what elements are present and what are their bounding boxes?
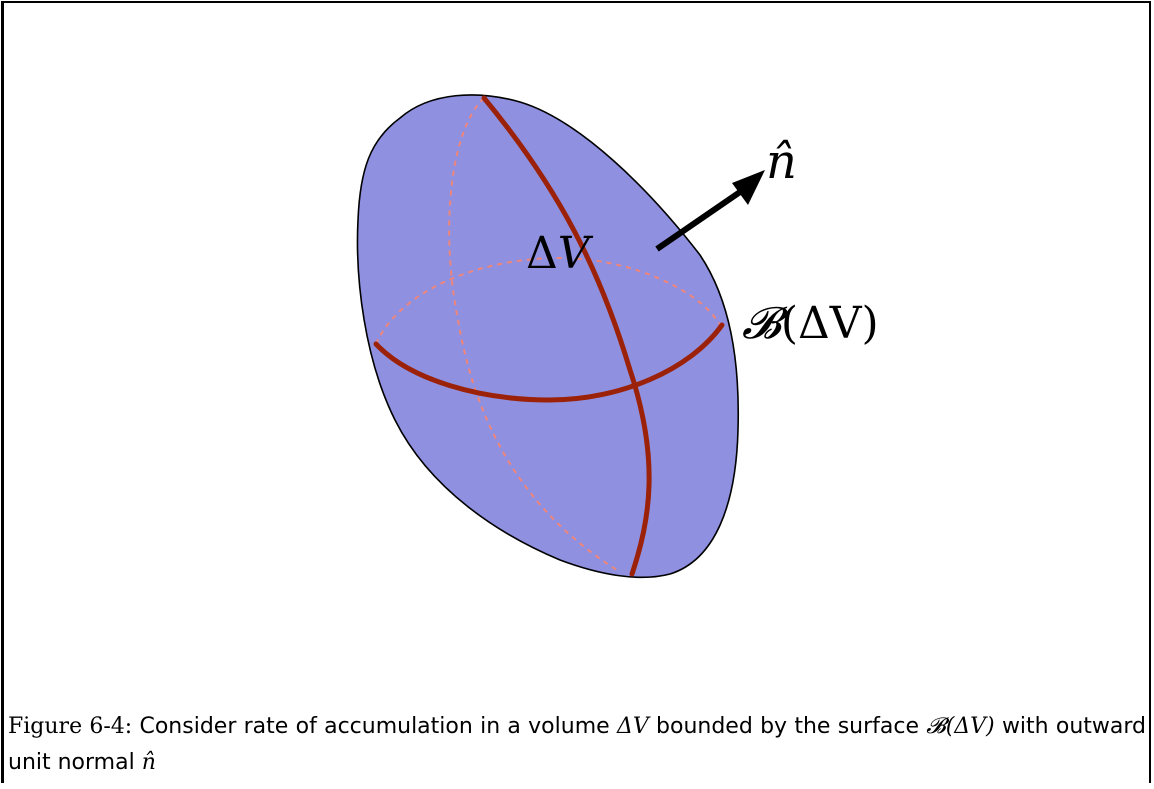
normal-arrow-shaft	[655, 189, 742, 252]
volume-diagram	[356, 94, 765, 579]
caption-symbol-normal: n̂	[141, 750, 156, 775]
figure-number: Figure 6-4:	[8, 714, 133, 739]
equator-front	[373, 322, 725, 403]
caption-symbol-boundary: 𝓑(ΔV)	[926, 714, 995, 739]
meridian-front	[481, 95, 652, 577]
normal-arrow-head	[732, 170, 765, 205]
caption-text-2: bounded by the surface	[656, 714, 920, 739]
boundary-symbol: 𝓑	[742, 298, 781, 349]
caption-symbol-volume: ΔV	[616, 714, 649, 739]
volume-label: ΔV	[526, 232, 590, 276]
hidden-equator-back	[375, 256, 721, 345]
volume-symbol: V	[557, 228, 590, 279]
boundary-argument: (ΔV)	[780, 298, 879, 349]
caption-text-3: with outward unit normal	[8, 714, 1147, 775]
delta-symbol: Δ	[526, 228, 558, 279]
boundary-label: 𝓑(ΔV)	[742, 302, 879, 346]
figure-caption: Figure 6-4: Consider rate of accumulatio…	[8, 709, 1146, 781]
hidden-meridian-back	[448, 97, 621, 573]
caption-text-1: Consider rate of accumulation in a volum…	[139, 714, 610, 739]
volume-body	[356, 94, 740, 579]
normal-label: n̂	[766, 134, 797, 190]
